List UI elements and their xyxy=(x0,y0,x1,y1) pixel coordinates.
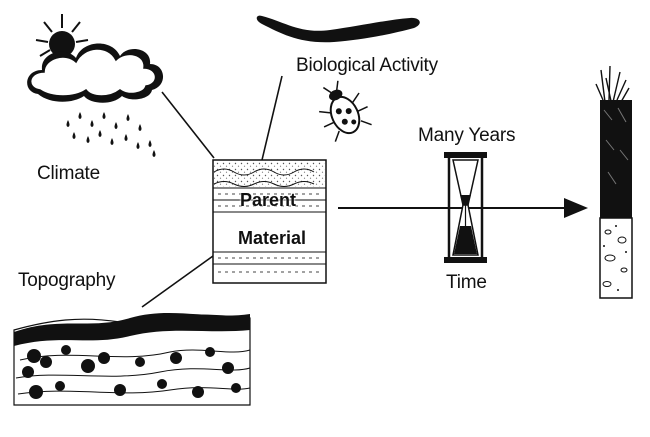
soil-profile-column-icon xyxy=(595,65,633,299)
connector-lines xyxy=(141,75,283,308)
earthworm-and-beetle-icon xyxy=(256,15,420,142)
landscape-icon xyxy=(13,312,251,406)
biological-connector xyxy=(261,75,283,161)
time-label: Time xyxy=(446,272,487,293)
many-years-label: Many Years xyxy=(418,125,516,146)
hourglass-icon xyxy=(444,152,487,263)
climate-connector xyxy=(161,91,215,159)
biological-activity-label: Biological Activity xyxy=(296,55,438,76)
parent-material-label-line2: Material xyxy=(238,228,307,248)
layered-block-icon xyxy=(212,159,327,284)
topography-label: Topography xyxy=(18,270,116,291)
sun-cloud-rain-icon xyxy=(27,14,164,157)
topography-connector xyxy=(141,255,214,308)
climate-label: Climate xyxy=(37,163,101,184)
parent-material-label-line1: Parent xyxy=(240,190,297,210)
